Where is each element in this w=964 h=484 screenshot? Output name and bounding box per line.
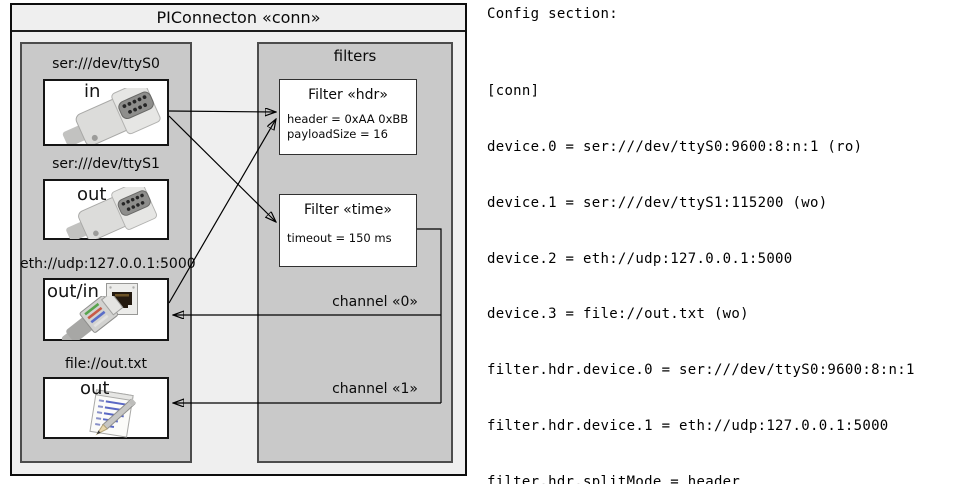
config-section: Config section: [conn] device.0 = ser://…	[487, 6, 923, 484]
device-box-ttys0: in	[43, 79, 169, 146]
filters-panel-title: filters	[333, 47, 377, 65]
config-line: filter.hdr.device.0 = ser:///dev/ttyS0:9…	[487, 362, 915, 379]
config-line: device.3 = file://out.txt (wo)	[487, 306, 749, 323]
filter-hdr-box: Filter «hdr» header = 0xAA 0xBB payloadS…	[279, 79, 417, 155]
serial-connector-image	[66, 187, 157, 239]
config-lines: [conn] device.0 = ser:///dev/ttyS0:9600:…	[487, 45, 923, 484]
device-direction-label: out/in	[47, 281, 99, 302]
ethernet-plug-image	[61, 296, 124, 340]
device-url-file: file://out.txt	[64, 356, 148, 372]
diagram-title: PIConnecton «conn»	[12, 5, 465, 32]
filter-hdr-name: Filter «hdr»	[308, 87, 388, 103]
device-box-ttys1: out	[43, 179, 169, 240]
config-line: filter.hdr.splitMode = header	[487, 473, 741, 484]
device-url-ttys0: ser:///dev/ttyS0	[52, 56, 160, 72]
config-line: device.0 = ser:///dev/ttyS0:9600:8:n:1 (…	[487, 138, 863, 155]
filter-hdr-prop-header: header = 0xAA 0xBB	[287, 112, 409, 126]
config-line: device.1 = ser:///dev/ttyS1:115200 (wo)	[487, 194, 828, 211]
filter-hdr-prop-payloadsize: payloadSize = 16	[287, 126, 388, 141]
device-url-ttys1: ser:///dev/ttyS1	[52, 156, 160, 172]
config-line: device.2 = eth://udp:127.0.0.1:5000	[487, 250, 793, 267]
config-heading: Config section:	[487, 6, 618, 22]
serial-connector-image	[62, 88, 161, 144]
device-box-eth: out/in	[43, 278, 169, 341]
filter-time-box: Filter «time» timeout = 150 ms	[279, 194, 417, 267]
device-direction-label: out	[77, 184, 107, 205]
channel-1-label: channel «1»	[332, 381, 418, 397]
notepad-pencil-icon	[89, 389, 137, 438]
channel-0-label: channel «0»	[332, 294, 418, 310]
device-url-eth: eth://udp:127.0.0.1:5000	[20, 256, 196, 272]
device-box-file: out	[43, 377, 169, 439]
filter-time-name: Filter «time»	[304, 202, 392, 218]
device-direction-label: in	[84, 81, 101, 102]
config-line: [conn]	[487, 83, 540, 100]
config-line: filter.hdr.device.1 = eth://udp:127.0.0.…	[487, 417, 889, 434]
device-direction-label: out	[80, 378, 110, 399]
filter-time-prop-timeout: timeout = 150 ms	[287, 231, 392, 245]
